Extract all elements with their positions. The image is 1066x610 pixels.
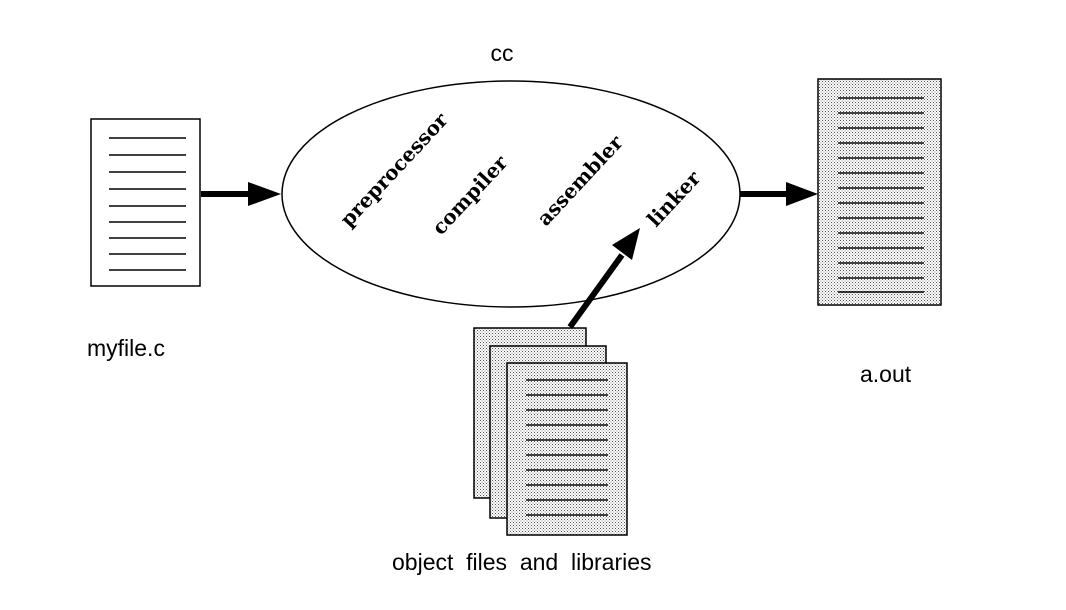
arrow-icon: [740, 182, 818, 206]
cc-label: cc: [491, 40, 514, 66]
source-file-label: myfile.c: [87, 335, 165, 361]
arrow-icon: [567, 228, 640, 329]
document-stack-icon: [473, 327, 628, 536]
document-icon: [90, 118, 201, 287]
document-shaded-icon: [817, 78, 942, 306]
object-files-label: object files and libraries: [392, 549, 652, 575]
output-file-label: a.out: [860, 361, 912, 387]
arrow-icon: [201, 182, 281, 206]
